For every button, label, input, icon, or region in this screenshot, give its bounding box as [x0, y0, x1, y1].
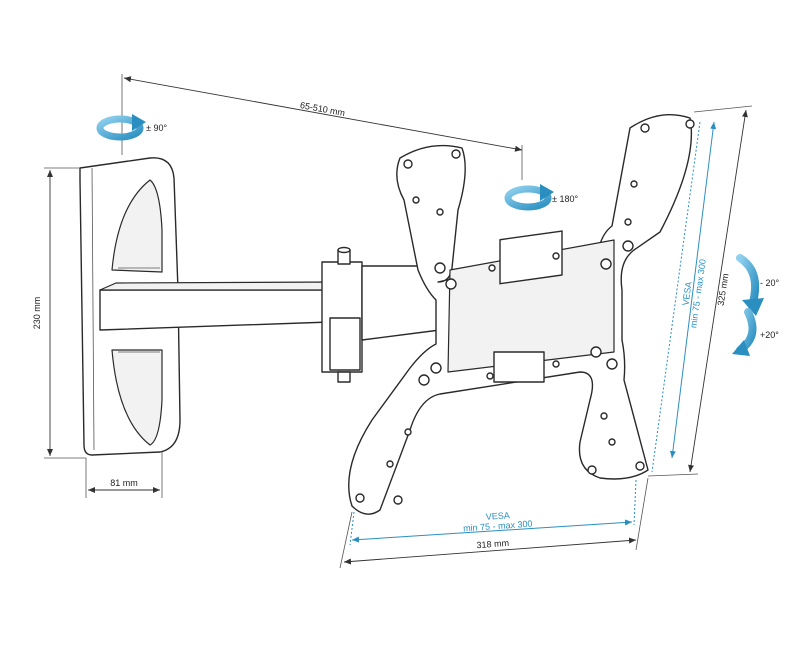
plate-height-label: 325 mm [716, 273, 731, 307]
plate-rotation-label: ± 180° [552, 194, 578, 204]
plate-width-label: 318 mm [476, 538, 509, 550]
mount-holes [355, 119, 695, 505]
dimension-wall-width: 81 mm [85, 452, 163, 498]
rotate-arrow-icon [96, 114, 146, 141]
wall-rotation-label: ± 90° [146, 123, 167, 133]
vesa-vertical-title: VESA [680, 281, 693, 306]
tilt-up-label: - 20° [760, 278, 780, 288]
vesa-horizontal-title: VESA [485, 510, 510, 522]
rotate-arrow-icon [504, 184, 554, 211]
tilt-down-label: +20° [760, 330, 779, 340]
wall-width-label: 81 mm [110, 478, 138, 488]
wall-height-label: 230 mm [32, 297, 42, 330]
dimension-wall-height: 230 mm [32, 167, 86, 459]
vesa-horizontal-dimension: VESA min 75 - max 300 [349, 479, 637, 546]
arm-extension-label: 65-510 mm [299, 100, 346, 118]
tilt-up-arrow-icon [736, 254, 764, 316]
tilt-down-arrow-icon [732, 308, 757, 356]
swing-arm [99, 246, 441, 383]
vesa-horizontal-range: min 75 - max 300 [463, 519, 533, 534]
